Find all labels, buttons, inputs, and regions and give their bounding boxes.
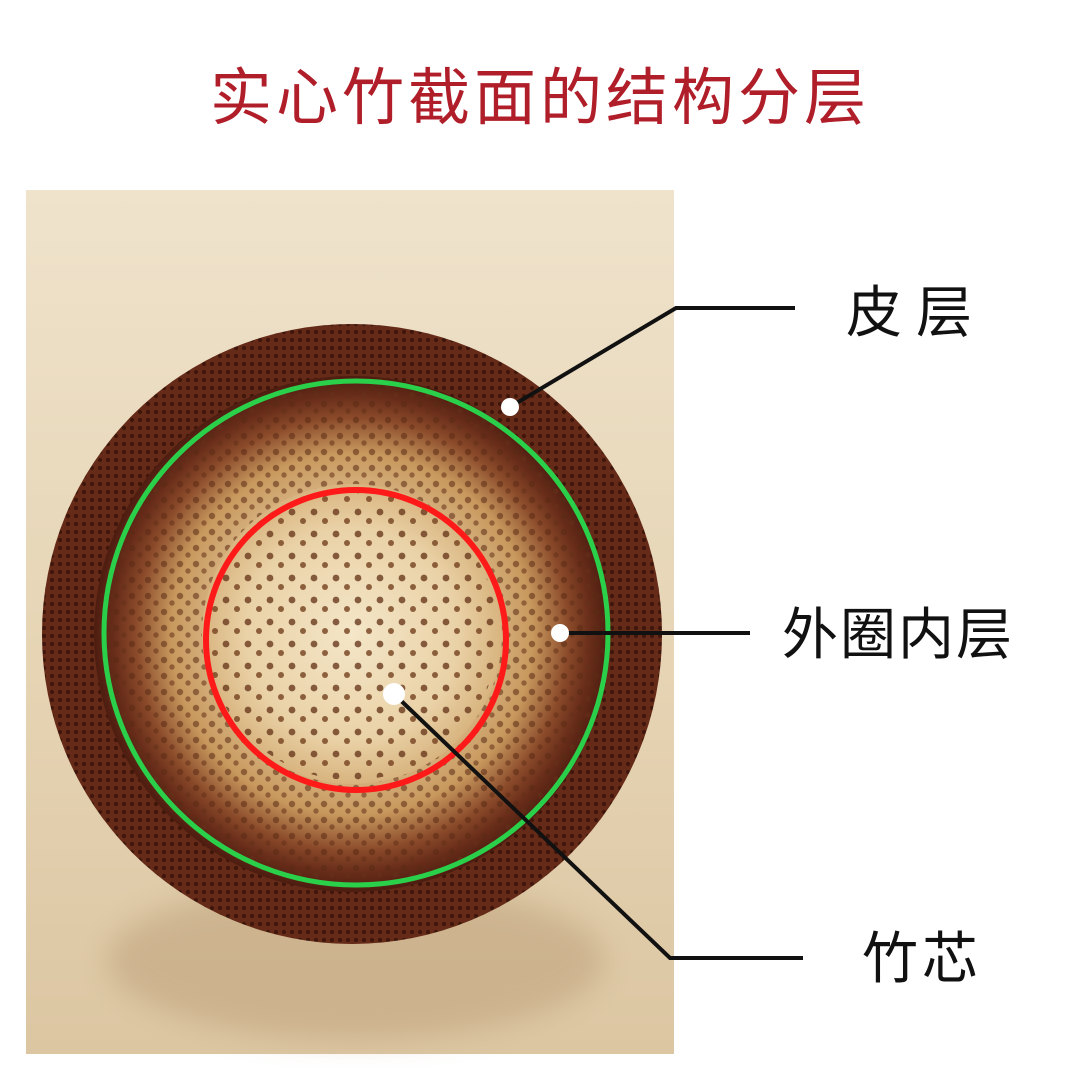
core-leader-line	[392, 692, 803, 960]
skin-marker-dot	[501, 398, 519, 416]
diagram-title: 实心竹截面的结构分层	[209, 61, 870, 134]
core-marker-dot	[383, 683, 405, 705]
skin-leader-line	[508, 306, 795, 409]
outer-inner-marker-dot	[551, 624, 569, 642]
core-boundary-ring	[203, 487, 509, 793]
label-skin-layer: 皮层	[846, 281, 986, 346]
label-outer-inner-layer: 外圈内层	[782, 603, 1014, 668]
label-bamboo-core: 竹芯	[862, 927, 982, 992]
